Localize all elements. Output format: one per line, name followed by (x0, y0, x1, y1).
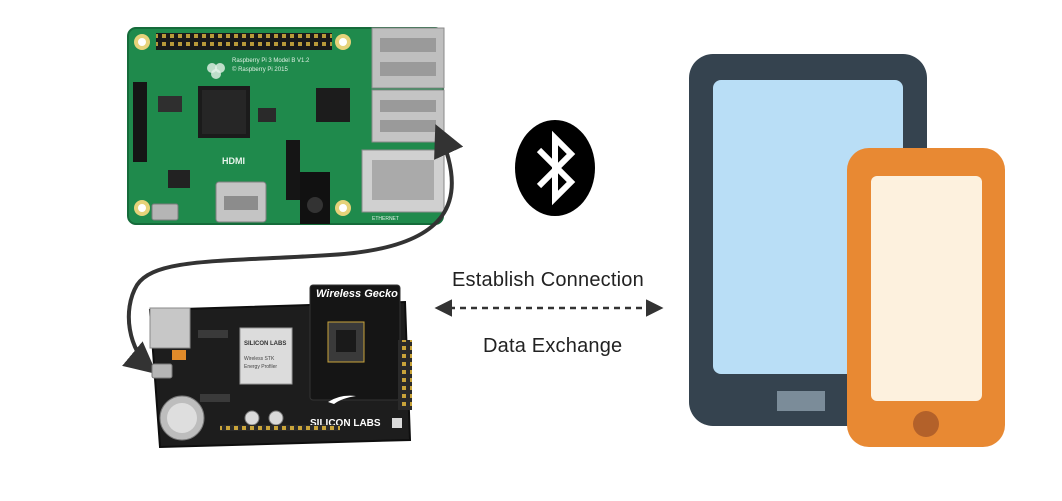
data-exchange-label: Data Exchange (483, 335, 623, 357)
gecko-header-text: Wireless Gecko (316, 288, 398, 300)
phone-icon (847, 148, 1005, 447)
silicon-labs-logo: SILICON LABS (310, 395, 381, 429)
phone-home-button (913, 411, 939, 437)
pi-silkscreen-model: Raspberry Pi 3 Model B V1.2 (232, 58, 310, 64)
lcd-text-line3: Energy Profiler (244, 364, 277, 370)
raspberry-pi-board: Raspberry Pi 3 Model B V1.2 © Raspberry … (127, 27, 445, 225)
pi-silkscreen-copyright: © Raspberry Pi 2015 (232, 66, 288, 73)
gpio-header (156, 33, 332, 50)
gecko-usb-port (151, 363, 173, 379)
establish-connection-label: Establish Connection (452, 269, 644, 291)
gecko-brand-text: SILICON LABS (310, 418, 381, 429)
coin-cell-holder (159, 395, 205, 441)
expansion-header (398, 340, 412, 410)
push-button-0 (244, 410, 260, 426)
bluetooth-icon (515, 120, 595, 216)
usb-ports (371, 27, 445, 143)
pi-hdmi-text: HDMI (222, 156, 245, 166)
raspberry-logo (207, 63, 225, 79)
pi-ethernet-text: ETHERNET (372, 216, 399, 222)
usb-cable-arrow (122, 124, 464, 375)
wireless-gecko-board: Wireless Gecko SILICON LABS Wireless STK… (148, 284, 412, 449)
push-button-1 (268, 410, 284, 426)
lcd-display (239, 327, 293, 385)
micro-usb-port (151, 203, 179, 221)
lcd-text-line2: Wireless STK (244, 356, 275, 362)
lcd-text-line1: SILICON LABS (244, 341, 286, 347)
phone-screen (871, 176, 982, 401)
tablet-home-button (777, 391, 825, 411)
